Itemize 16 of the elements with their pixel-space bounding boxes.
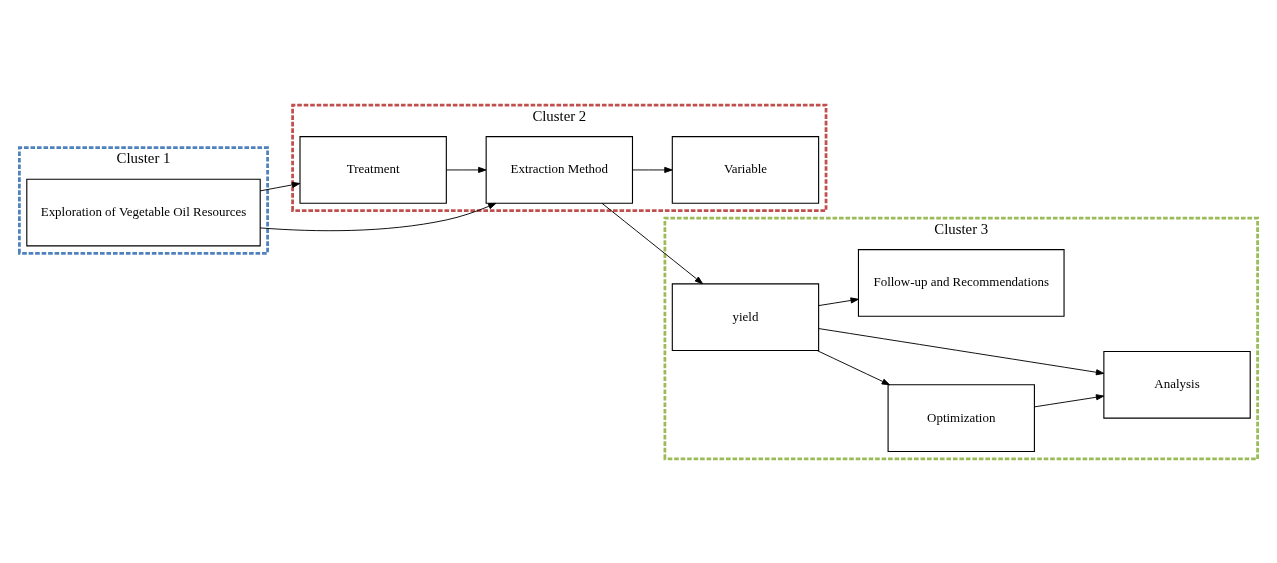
node-box: yield xyxy=(671,282,820,351)
node-box: Extraction Method xyxy=(485,135,634,204)
arrow xyxy=(445,166,487,173)
node-box: Analysis xyxy=(1103,350,1251,419)
node-box: Variable xyxy=(671,135,820,204)
node-box: Optimization xyxy=(887,383,1035,452)
node-box: Follow-up and Recommendations xyxy=(857,248,1065,317)
node-box: Exploration of Vegetable Oil Resources xyxy=(26,178,261,246)
node-box: Treatment xyxy=(299,135,447,204)
arrow xyxy=(632,166,673,173)
arrow xyxy=(816,349,891,385)
arrow xyxy=(1034,393,1105,407)
arrow xyxy=(601,202,704,284)
arrow xyxy=(818,327,1105,375)
arrow xyxy=(259,181,301,191)
arrow xyxy=(818,296,859,306)
